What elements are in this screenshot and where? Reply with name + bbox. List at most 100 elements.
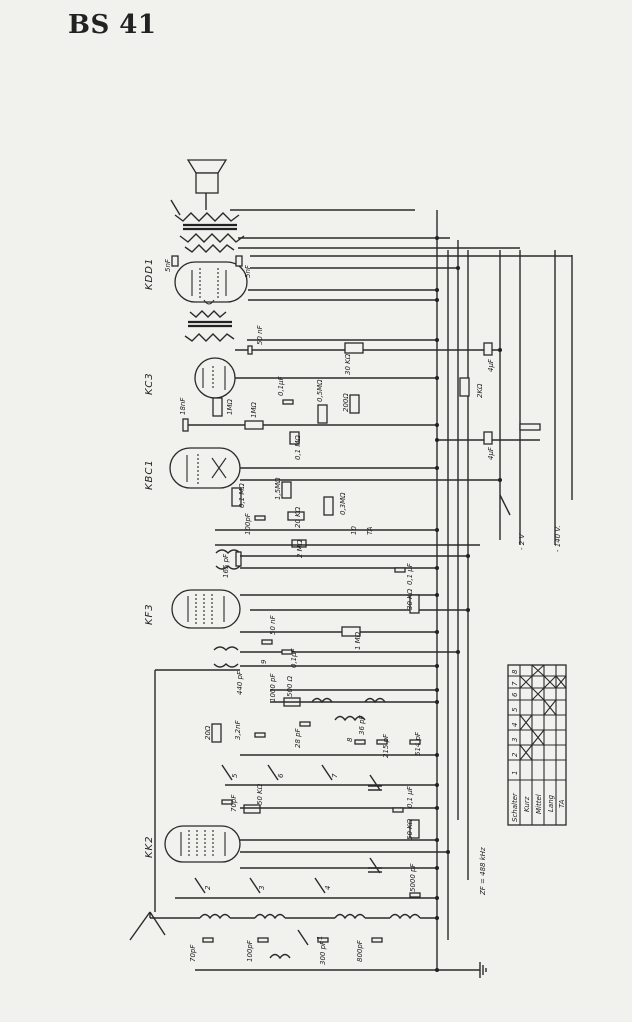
component-label: 30 KΩ (406, 588, 414, 610)
switch-number: 5 (231, 773, 239, 778)
variable-capacitor (368, 774, 382, 791)
switch-number: 4 (324, 886, 332, 890)
switch (297, 929, 309, 946)
component-label: 70pF (230, 794, 238, 812)
component-label: 20 KΩ (294, 506, 302, 528)
electrolytic-capacitor (483, 342, 493, 356)
resistor (281, 481, 292, 499)
capacitor (247, 345, 253, 355)
capacitor (254, 732, 266, 738)
component-label: 1,5MΩ (274, 477, 282, 500)
switch-table-col: 2 (511, 752, 519, 757)
capacitor (182, 418, 189, 432)
tube-label-kc3: KC3 (144, 372, 155, 395)
component-label: 1MΩ (226, 399, 234, 415)
resistor (349, 394, 360, 414)
component-label: 70pF (189, 944, 197, 962)
component-label: 0,1 μF (406, 562, 414, 585)
capacitor (281, 649, 293, 655)
component-label: 2 MΩ (296, 539, 304, 558)
component-label: 100pF (244, 512, 252, 535)
tube-label-kbc1: KBC1 (144, 459, 155, 490)
resistor (409, 819, 420, 839)
resistor (341, 626, 361, 637)
resistor (344, 342, 364, 354)
supply-label-140v: - 140 V. (554, 525, 562, 552)
switch-table-col: 8 (511, 669, 519, 674)
component-label: 4μF (487, 358, 495, 372)
potentiometer (289, 431, 300, 445)
switch-table-row-label: Kurz (523, 796, 531, 812)
component-label: 50 KΩ (406, 818, 414, 840)
capacitor (261, 639, 273, 645)
switch-table-col: 5 (511, 707, 519, 712)
switch-number: 8 (346, 737, 354, 742)
resistor (211, 723, 222, 743)
capacitor (317, 937, 329, 943)
component-label: 0,1 MΩ (238, 483, 246, 508)
component-label: 50 nF (269, 614, 277, 635)
fuse (519, 423, 541, 431)
component-label: 5nF (244, 264, 252, 278)
component-label: 215 pF (382, 733, 390, 758)
switch (267, 764, 279, 781)
switch-table-col: 6 (511, 692, 519, 697)
switch-number: 10 (350, 526, 358, 535)
capacitor (202, 937, 214, 943)
resistor (317, 404, 328, 424)
if-transformer (215, 549, 242, 570)
tube-label-kdd1: KDD1 (144, 258, 155, 290)
speaker-icon (186, 159, 228, 210)
switch-table-row-label: Mittel (535, 794, 543, 814)
switch-number: 6 (277, 773, 285, 778)
resistor (244, 420, 264, 430)
resistor (287, 511, 305, 521)
switch-2v (499, 494, 511, 516)
switch-table-col: 7 (511, 681, 519, 686)
switch-number: 9 (260, 659, 268, 664)
component-label: 4μF (487, 446, 495, 460)
tube-kdd1 (174, 261, 248, 305)
zf-label: ZF = 488 kHz (479, 847, 487, 896)
switch-table-header: Schalter (511, 792, 519, 822)
component-label: 20Ω (204, 725, 212, 740)
component-label: 100pF (246, 939, 254, 962)
tube-label-kk2: KK2 (144, 836, 155, 858)
switch-table-col: 3 (511, 738, 519, 742)
switch-table-col: 4 (511, 723, 519, 727)
component-label: 1000 pF (269, 673, 277, 702)
component-label: 2KΩ (476, 383, 484, 398)
component-label: 300 pF (319, 940, 327, 965)
schematic-title: BS 41 (68, 10, 157, 40)
output-transformer (170, 199, 245, 253)
capacitor (299, 721, 311, 727)
component-label: 200Ω (342, 393, 350, 412)
component-label: 440 pF (236, 670, 244, 695)
capacitor (409, 892, 421, 898)
capacitor (282, 399, 294, 405)
component-label: 514 pF (414, 731, 422, 756)
if-transformer (213, 646, 239, 668)
component-label: 0,1 MΩ (294, 435, 302, 460)
input-coils (199, 913, 421, 960)
supply-label-2v: - 2 V (518, 533, 526, 550)
switch-number: 2 (204, 885, 212, 890)
switch-table (507, 664, 567, 826)
resistor (291, 539, 307, 548)
component-label: 1 MΩ (354, 631, 362, 650)
component-label: 0,1μF (277, 375, 285, 396)
resistor (243, 804, 261, 814)
capacitor (171, 255, 179, 267)
component-label: 28 pF (294, 727, 302, 748)
capacitor (376, 739, 388, 745)
component-label: 0,5MΩ (316, 379, 324, 402)
tube-kk2 (164, 825, 241, 863)
component-label: 5nF (164, 258, 172, 272)
component-label: 1MΩ (250, 402, 258, 418)
capacitor (254, 515, 266, 521)
resistor (231, 487, 242, 507)
component-label: 50 KΩ (256, 783, 264, 805)
tube-kbc1 (169, 447, 241, 489)
resistor (212, 397, 223, 417)
